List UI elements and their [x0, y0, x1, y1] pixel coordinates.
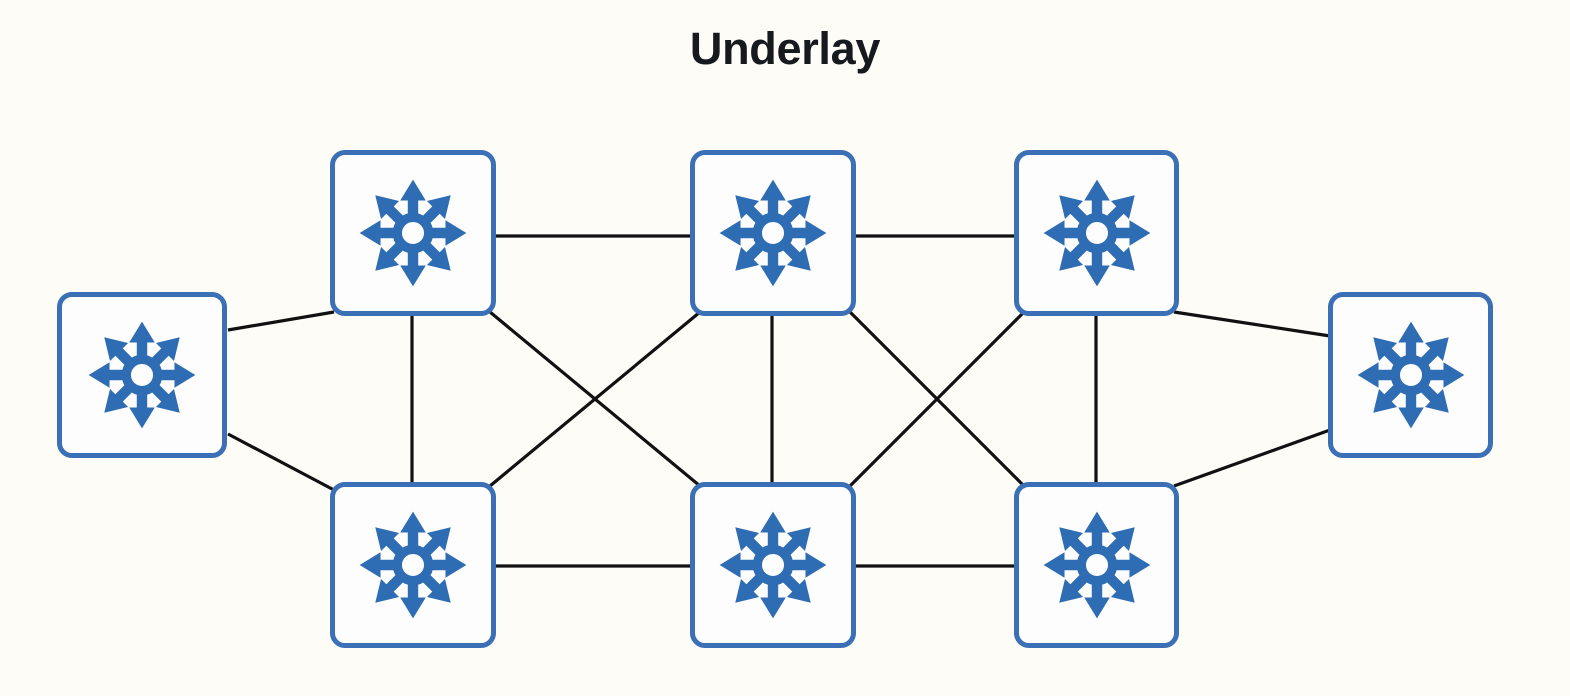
page-title: Underlay	[689, 23, 881, 74]
router-node-left[interactable]	[57, 292, 227, 458]
router-icon	[359, 511, 467, 619]
router-icon	[1043, 511, 1150, 619]
router-icon	[359, 179, 467, 287]
router-node-c1t[interactable]	[330, 150, 496, 316]
router-node-c2b[interactable]	[690, 482, 856, 648]
router-node-c2t[interactable]	[690, 150, 856, 316]
router-icon	[1043, 179, 1150, 287]
router-node-c1b[interactable]	[330, 482, 496, 648]
router-icon	[1357, 321, 1464, 429]
router-node-c3b[interactable]	[1014, 482, 1179, 648]
network-link-c1b-c2t	[488, 310, 702, 488]
network-link-left-c1t	[227, 310, 335, 332]
router-node-right[interactable]	[1328, 292, 1493, 458]
network-link-c3b-right	[1173, 428, 1331, 488]
router-icon	[88, 321, 196, 429]
network-link-c2b-c3t	[848, 310, 1026, 488]
network-links	[227, 234, 1331, 568]
network-link-left-c1b	[227, 432, 335, 492]
router-icon	[719, 511, 827, 619]
router-icon	[719, 179, 827, 287]
router-node-c3t[interactable]	[1014, 150, 1179, 316]
network-link-c3t-right	[1173, 310, 1331, 338]
